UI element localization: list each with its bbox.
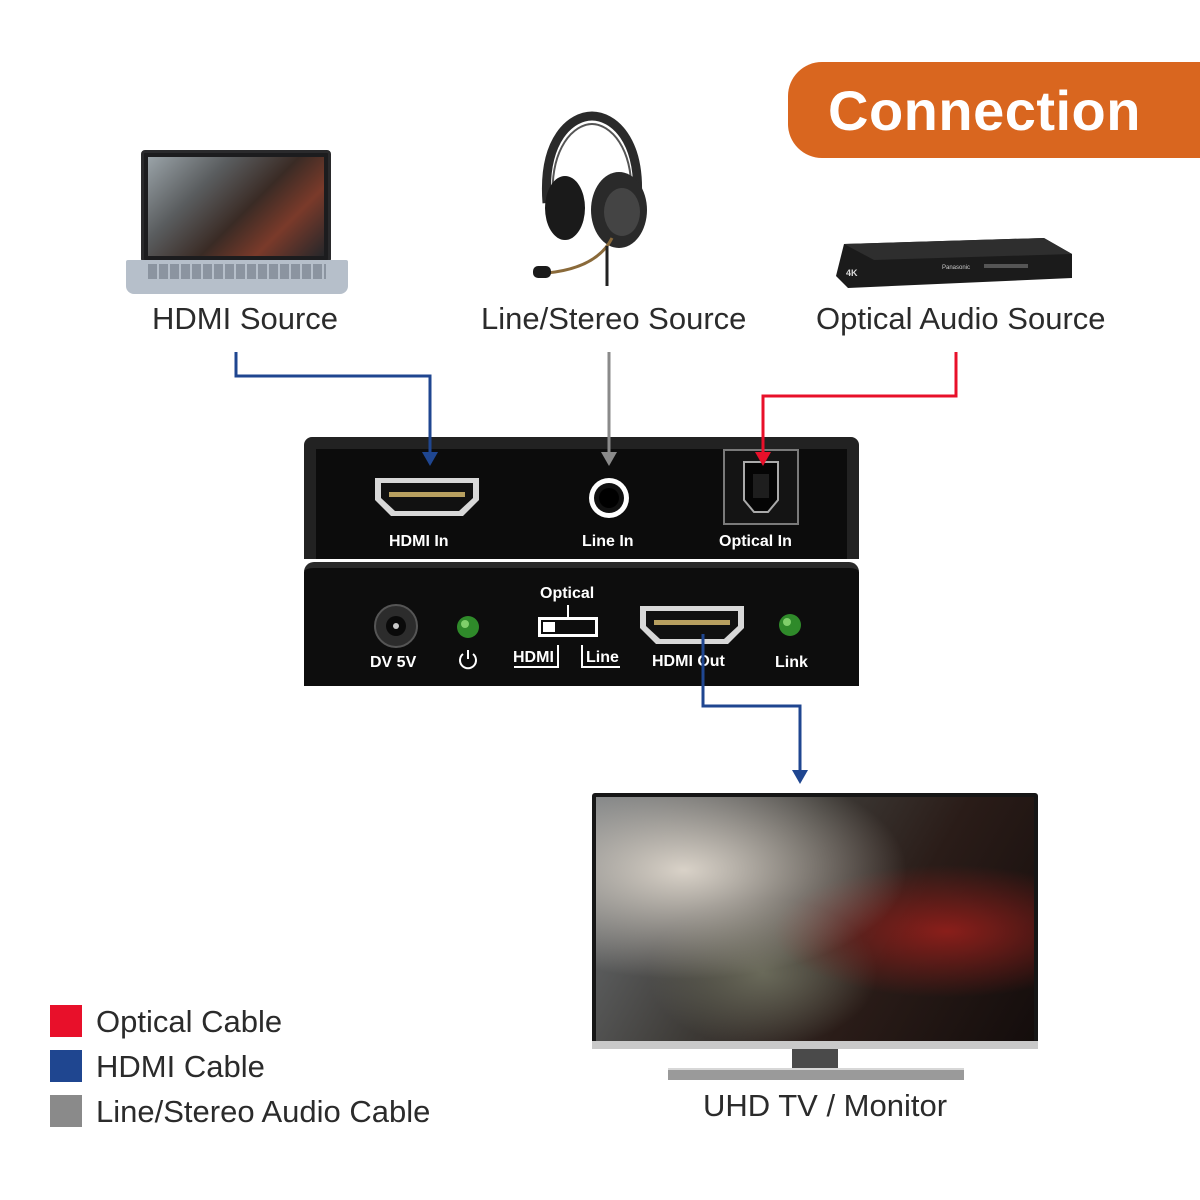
- tv-monitor-icon: [592, 793, 1038, 1047]
- legend-swatch-optical: [50, 1005, 82, 1037]
- link-label: Link: [775, 654, 808, 671]
- player-brand: Panasonic: [942, 265, 970, 271]
- switch-line-label: Line: [586, 649, 619, 666]
- dv5v-label: DV 5V: [370, 654, 417, 671]
- optical-in-arrow: [755, 452, 771, 466]
- player-badge: 4K: [846, 268, 858, 278]
- display-label: UHD TV / Monitor: [703, 1088, 948, 1123]
- hdmi-in-label: HDMI In: [389, 533, 449, 550]
- line-source-label: Line/Stereo Source: [481, 301, 747, 336]
- optical-source-label: Optical Audio Source: [816, 301, 1106, 336]
- page-title: Connection: [828, 79, 1141, 142]
- optical-in-port-icon: [723, 449, 799, 525]
- optical-in-label: Optical In: [719, 533, 792, 550]
- legend-line-label: Line/Stereo Audio Cable: [96, 1094, 431, 1129]
- hdmi-in-port-icon: [375, 478, 479, 516]
- legend-optical-label: Optical Cable: [96, 1004, 283, 1039]
- line-in-jack-icon: [589, 478, 629, 518]
- laptop-keyboard: [126, 260, 348, 294]
- hdmi-out-label: HDMI Out: [652, 653, 725, 670]
- switch-hdmi-label: HDMI: [513, 649, 554, 666]
- hdmi-in-cable: [234, 352, 432, 456]
- legend-hdmi-label: HDMI Cable: [96, 1049, 265, 1084]
- line-in-label: Line In: [582, 533, 634, 550]
- laptop-icon: [141, 150, 331, 263]
- tv-screen-image: [596, 797, 1034, 1041]
- headset-icon: [533, 111, 647, 286]
- tv-stand: [792, 1049, 838, 1069]
- legend-swatch-hdmi: [50, 1050, 82, 1082]
- dc-power-jack-icon: [374, 604, 418, 648]
- power-symbol-icon: [459, 650, 477, 670]
- bluray-player-icon: 4K Panasonic: [836, 238, 1072, 288]
- tv-bezel: [592, 1041, 1038, 1049]
- tv-stand-base: [668, 1068, 964, 1080]
- hdmi-out-arrow: [792, 770, 808, 784]
- optical-in-cable: [761, 352, 958, 456]
- power-led-icon: [457, 616, 479, 638]
- hdmi-out-port-icon: [640, 606, 744, 644]
- line-in-arrow: [601, 452, 617, 466]
- hdmi-out-cable: [701, 634, 802, 774]
- source-select-switch[interactable]: [510, 605, 625, 675]
- switch-optical-label: Optical: [540, 585, 595, 602]
- link-led-icon: [779, 614, 801, 636]
- keyboard-keys: [148, 264, 326, 279]
- laptop-screen-image: [148, 157, 324, 256]
- title-badge: [788, 62, 1200, 158]
- hdmi-in-arrow: [422, 452, 438, 466]
- legend-swatch-line: [50, 1095, 82, 1127]
- hdmi-source-label: HDMI Source: [152, 301, 339, 336]
